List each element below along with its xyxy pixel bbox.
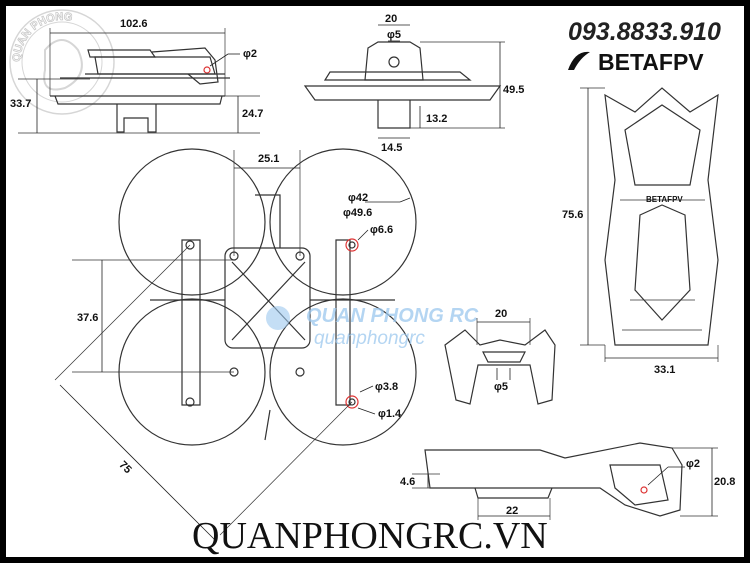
dim-width: 20 bbox=[495, 308, 507, 320]
dim-mount-spacing-y: 37.6 bbox=[77, 312, 98, 324]
dim-duct-width: 14.5 bbox=[381, 142, 402, 154]
dim-height: 20.8 bbox=[714, 476, 735, 488]
dim-prop-inner: φ42 bbox=[348, 192, 368, 204]
dim-motor-hole: φ6.6 bbox=[370, 224, 393, 236]
dim-base: 22 bbox=[506, 505, 518, 517]
dim-top-width: 20 bbox=[385, 13, 397, 25]
watermark-line2: quanphongrc bbox=[314, 328, 425, 349]
dim-hole: φ2 bbox=[243, 48, 257, 60]
dim-hole: φ5 bbox=[494, 381, 508, 393]
dim-screw-hole: φ3.8 bbox=[375, 381, 398, 393]
dim-width: 102.6 bbox=[120, 18, 148, 30]
canopy-label: BETAFPV bbox=[646, 195, 683, 204]
dim-height: 49.5 bbox=[503, 84, 524, 96]
canopy-side-view: φ2 4.6 22 20.8 bbox=[400, 442, 735, 520]
watermark-line1: QUAN PHONG RC bbox=[306, 305, 479, 327]
logo-text: QUAN PHONG bbox=[10, 10, 73, 62]
dim-width: 33.1 bbox=[654, 364, 675, 376]
dim-mount-spacing-x: 25.1 bbox=[258, 153, 279, 165]
dim-hole: φ5 bbox=[387, 29, 401, 41]
betafpv-logo-icon bbox=[568, 51, 590, 70]
brand-name: BETAFPV bbox=[598, 49, 704, 75]
center-watermark: QUAN PHONG RC quanphongrc bbox=[266, 305, 479, 349]
dim-step: 4.6 bbox=[400, 476, 415, 488]
dim-length: 75.6 bbox=[562, 209, 583, 221]
frame-top-view: 25.1 φ42 φ49.6 φ6.6 37.6 φ3.8 φ1.4 75 bbox=[54, 148, 417, 541]
dim-lower-height: 24.7 bbox=[242, 108, 263, 120]
svg-text:QUAN PHONG: QUAN PHONG bbox=[11, 11, 73, 62]
front-view: 20 φ5 49.5 13.2 14.5 bbox=[303, 13, 524, 154]
drawing-sheet: QUAN PHONG 102.6 φ2 33.7 24.7 20 φ5 4 bbox=[6, 6, 744, 557]
dim-total-height: 33.7 bbox=[10, 98, 31, 110]
phone-number: 093.8833.910 bbox=[568, 18, 721, 46]
dim-hole: φ2 bbox=[686, 458, 700, 470]
dim-prop-outer: φ49.6 bbox=[343, 207, 372, 219]
side-view: 102.6 φ2 33.7 24.7 bbox=[10, 18, 263, 134]
canopy-top-view: BETAFPV 75.6 33.1 bbox=[562, 87, 719, 376]
dim-diagonal: 75 bbox=[117, 459, 134, 476]
dim-small-hole: φ1.4 bbox=[378, 408, 402, 420]
technical-drawing: QUAN PHONG 102.6 φ2 33.7 24.7 20 φ5 4 bbox=[9, 9, 735, 557]
website-footer: QUANPHONGRC.VN bbox=[192, 515, 548, 557]
dim-duct-height: 13.2 bbox=[426, 113, 447, 125]
canopy-front-view: 20 φ5 bbox=[444, 308, 556, 405]
